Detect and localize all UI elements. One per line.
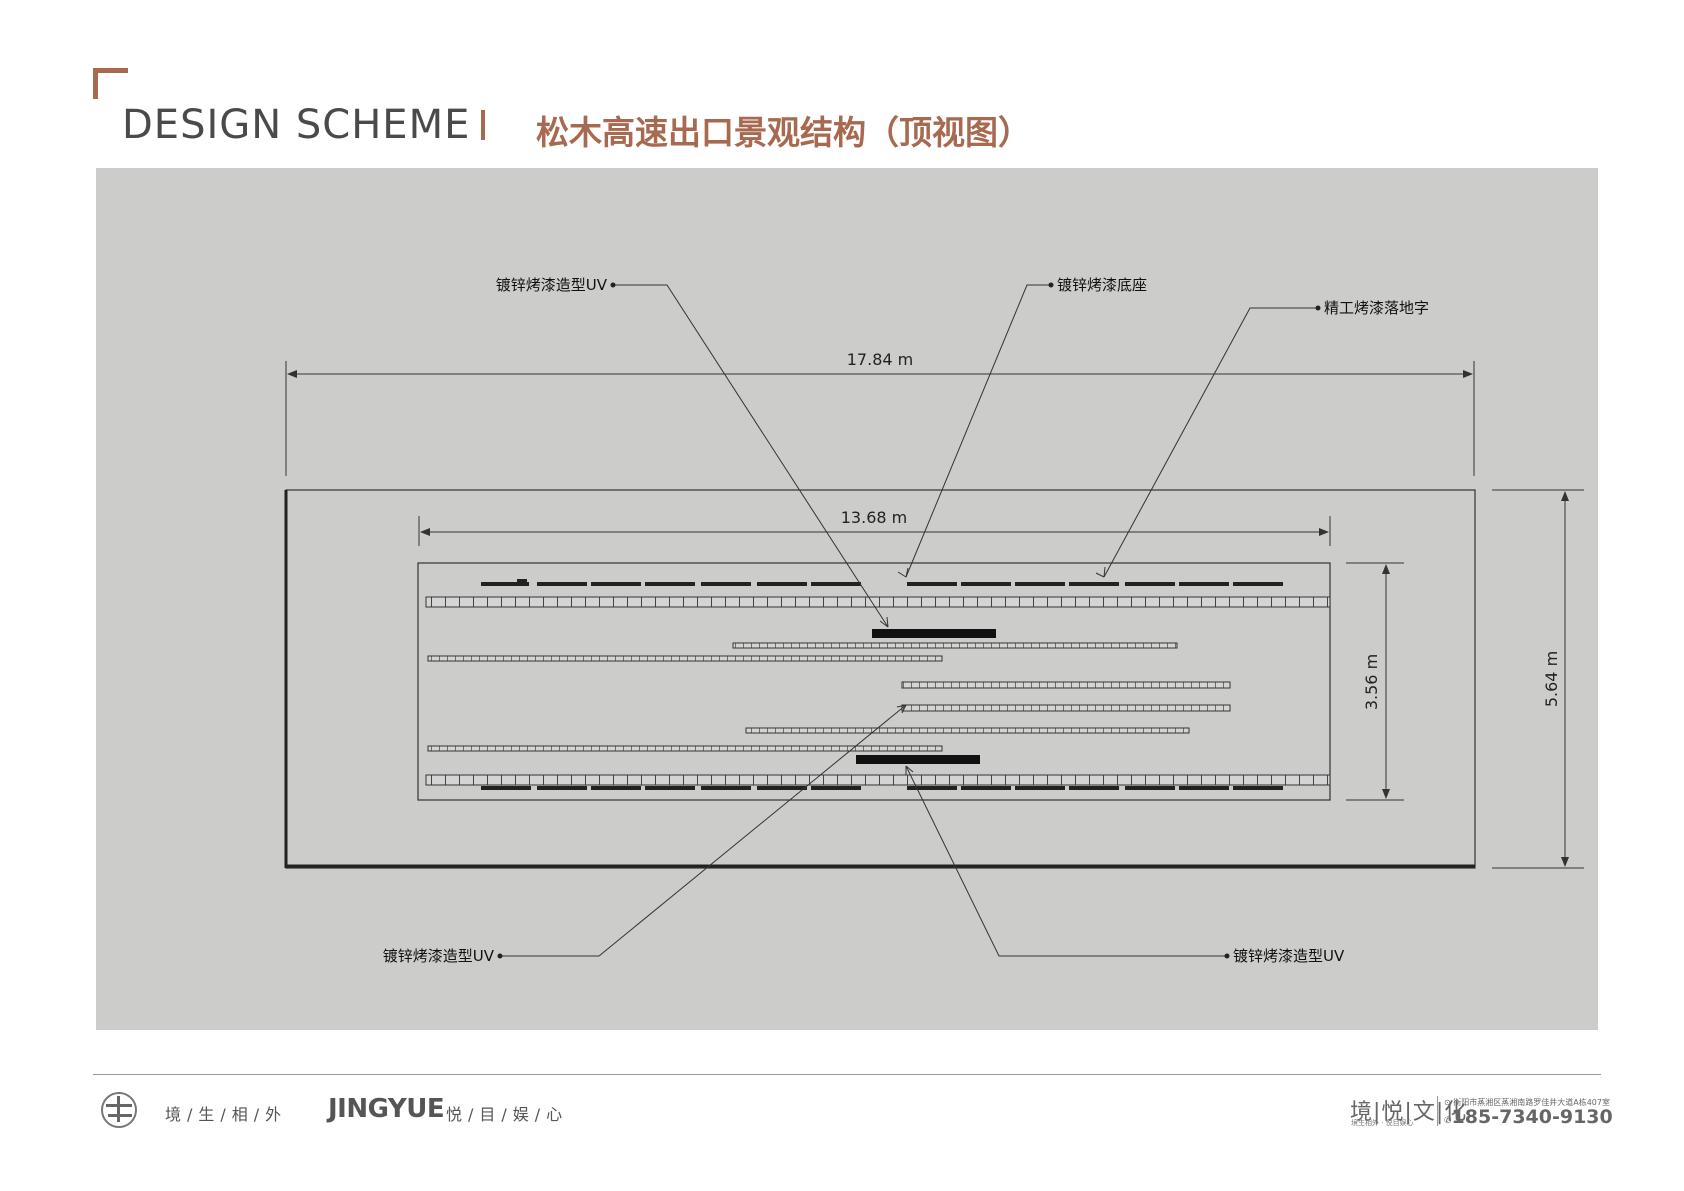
leader-arrowhead — [879, 616, 889, 628]
letter-block — [645, 582, 695, 586]
callout-top-right: 精工烤漆落地字 — [1324, 299, 1429, 317]
letter-block — [961, 582, 1011, 586]
letter-block — [701, 582, 751, 586]
letter-block — [537, 582, 587, 586]
letter-block — [591, 786, 641, 790]
letter-block — [1179, 786, 1229, 790]
slogan-right: 悦/目/娱/心 — [446, 1105, 569, 1124]
outer-height-label: 5.64 m — [1542, 651, 1561, 707]
letter-block — [811, 786, 861, 790]
letter-block — [961, 786, 1011, 790]
leader-dot — [1048, 282, 1054, 288]
corner-mark — [93, 68, 128, 99]
company-phone: ✆185-7340-9130 — [1444, 1106, 1613, 1128]
callout-top-left: 镀锌烤漆造型UV — [496, 276, 608, 294]
company-address: ⊙ 衡阳市蒸湘区蒸湘南路罗佳井大道A栋407室 — [1444, 1097, 1610, 1108]
bar-6 — [427, 745, 943, 752]
inner-height-label: 3.56 m — [1362, 654, 1381, 710]
bar-1 — [732, 642, 1178, 649]
bar-2 — [427, 655, 943, 662]
bar-3 — [901, 681, 1231, 689]
letter-row-top — [481, 579, 1283, 586]
callout-bottom-left: 镀锌烤漆造型UV — [383, 947, 495, 965]
outer-boundary — [285, 489, 1476, 869]
callout-bottom-right: 镀锌烤漆造型UV — [1233, 947, 1345, 965]
letter-block — [591, 582, 641, 586]
footer-vertical-divider — [1437, 1096, 1438, 1126]
leader-arrowhead — [1095, 566, 1106, 578]
letter-block — [1069, 582, 1119, 586]
slogan-left: 境/生/相/外 — [165, 1105, 288, 1124]
inner-width-label: 13.68 m — [841, 508, 907, 527]
segmented-bar-top — [425, 596, 1331, 608]
leader-bottom-left — [500, 704, 907, 957]
top-view-drawing: 17.84 m 5.64 m 13.68 m 3.56 m — [284, 276, 1584, 965]
letter-block — [907, 786, 957, 790]
letter-block — [481, 582, 529, 586]
letter-block — [907, 582, 957, 586]
phone-number: 185-7340-9130 — [1451, 1106, 1613, 1128]
title-en: DESIGN SCHEME — [122, 102, 471, 148]
letter-block — [1179, 582, 1229, 586]
letter-block — [517, 579, 527, 582]
company-name: 境|悦|文|化 — [1350, 1100, 1468, 1125]
bar-5 — [745, 727, 1190, 734]
outer-width-label: 17.84 m — [847, 350, 913, 369]
leader-top-right — [1103, 307, 1318, 578]
leader-arrowhead — [905, 765, 914, 775]
leader-bottom-right — [905, 765, 1227, 957]
leader-dot — [1315, 305, 1321, 311]
inner-boundary — [417, 562, 1331, 801]
leader-arrowhead — [897, 567, 909, 578]
location-pin-icon: ⊙ — [1444, 1098, 1454, 1107]
base-block-upper — [872, 629, 996, 638]
leader-dot — [610, 282, 616, 288]
leader-top-left — [613, 284, 889, 628]
letter-row-bottom — [481, 786, 1283, 790]
phone-icon: ✆ — [1444, 1116, 1452, 1126]
letter-block — [1125, 582, 1175, 586]
leader-arrowhead — [896, 704, 907, 714]
letter-block — [811, 582, 861, 586]
drawing-panel: 17.84 m 5.64 m 13.68 m 3.56 m — [96, 168, 1598, 1030]
leader-dot — [497, 953, 503, 959]
address-text: 衡阳市蒸湘区蒸湘南路罗佳井大道A栋407室 — [1453, 1098, 1610, 1107]
title-separator — [481, 110, 485, 140]
callout-top-middle: 镀锌烤漆底座 — [1057, 276, 1147, 294]
footer-divider — [93, 1074, 1601, 1075]
letter-block — [701, 786, 751, 790]
letter-block — [757, 786, 807, 790]
leader-top-middle — [905, 284, 1051, 578]
letter-block — [537, 786, 587, 790]
company-tagline: 境生相外 · 悦目娱心 — [1351, 1119, 1414, 1127]
bar-4 — [901, 704, 1231, 712]
letter-block — [481, 786, 531, 790]
letter-block — [1015, 582, 1065, 586]
letter-block — [645, 786, 695, 790]
letter-block — [1015, 786, 1065, 790]
letter-block — [1125, 786, 1175, 790]
brand-name: JINGYUE — [328, 1094, 445, 1124]
leader-dot — [1224, 953, 1230, 959]
letter-block — [1069, 786, 1119, 790]
letter-block — [1233, 786, 1283, 790]
letter-block — [1233, 582, 1283, 586]
jingyue-logo-icon — [101, 1092, 137, 1128]
base-block-lower — [856, 755, 980, 764]
letter-block — [757, 582, 807, 586]
segmented-bar-bottom — [425, 774, 1331, 786]
title-cn: 松木高速出口景观结构（顶视图） — [536, 113, 1031, 152]
